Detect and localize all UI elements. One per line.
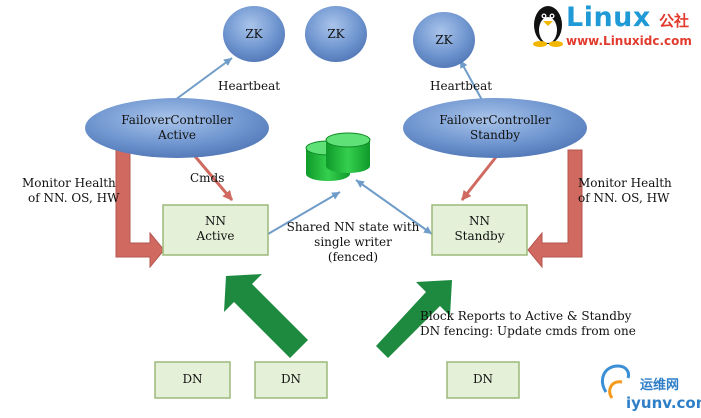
dn-box-1: [154, 361, 231, 399]
monitor-left-line2: of NN. OS, HW: [28, 191, 120, 205]
monitor-right-line1: Monitor Health: [578, 176, 672, 190]
dn-label-1: DN: [182, 372, 203, 386]
monitor-health-arrow-left: [115, 149, 165, 269]
monitor-health-label-right: Monitor Health of NN. OS, HW: [578, 176, 672, 206]
linux-brand-text: Linux: [566, 2, 651, 33]
zk-node-3: [413, 12, 475, 68]
tux-logo-icon: [533, 6, 563, 47]
shared-storage-db-icon: [305, 132, 371, 181]
failover-controller-standby: [403, 98, 587, 158]
dn-box-3: [446, 361, 520, 399]
nn-standby-line2: Standby: [454, 229, 505, 243]
block-reports-line2: DN fencing: Update cmds from one: [420, 324, 636, 338]
heartbeat-label-right: Heartbeat: [430, 79, 493, 93]
zk-node-2: [305, 6, 367, 62]
failover-active-label: FailoverController Active: [100, 113, 254, 143]
dn-label-3: DN: [472, 372, 494, 386]
shared-state-line1: Shared NN state with: [286, 220, 420, 234]
cmds-label: Cmds: [190, 171, 225, 185]
monitor-health-arrow-right: [527, 149, 583, 269]
heartbeat-link-left: [174, 57, 233, 101]
shared-state-label: Shared NN state with single writer (fenc…: [278, 220, 428, 265]
nn-active-box: [162, 204, 269, 256]
monitor-right-line2: of NN. OS, HW: [578, 191, 670, 205]
heartbeat-label-left: Heartbeat: [218, 79, 281, 93]
cmds-arrow-standby: [460, 151, 502, 201]
shared-state-line2: single writer: [314, 235, 392, 249]
monitor-left-line1: Monitor Health: [22, 176, 116, 190]
failover-active-line2: Active: [158, 128, 196, 142]
shared-state-link-active: [267, 191, 341, 235]
iyunv-brand-cn: 运维网: [640, 378, 680, 393]
zk-label-1: ZK: [245, 27, 263, 41]
failover-standby-label: FailoverController Standby: [418, 113, 572, 143]
block-reports-label: Block Reports to Active & Standby DN fen…: [420, 309, 636, 339]
failover-standby-line2: Standby: [469, 128, 521, 142]
zk-node-1: [223, 6, 285, 62]
shared-state-link-standby: [355, 179, 433, 235]
nn-standby-box: [431, 204, 528, 256]
block-report-arrow-right: [376, 280, 452, 358]
heartbeat-link-right: [459, 59, 483, 101]
nn-standby-label: NN Standby: [432, 214, 527, 244]
nn-standby-line1: NN: [469, 214, 490, 228]
block-report-arrow-left: [224, 274, 308, 358]
linux-brand-url: www.Linuxidc.com: [566, 34, 692, 48]
failover-controller-active: [85, 98, 269, 158]
failover-standby-line1: FailoverController: [439, 113, 551, 127]
shared-state-line3: (fenced): [327, 250, 379, 264]
nn-active-line2: Active: [196, 229, 235, 243]
iyunv-logo-icon: [601, 364, 630, 399]
zk-label-3: ZK: [435, 33, 453, 47]
nn-active-line1: NN: [205, 214, 226, 228]
dn-label-2: DN: [280, 372, 302, 386]
zk-label-2: ZK: [327, 27, 345, 41]
iyunv-brand-url: iyunv.com: [626, 394, 701, 412]
monitor-health-label-left: Monitor Health of NN. OS, HW: [22, 176, 119, 206]
linux-brand-cn: 公社: [659, 12, 690, 30]
block-reports-line1: Block Reports to Active & Standby: [420, 309, 632, 323]
nn-active-label: NN Active: [163, 214, 268, 244]
failover-active-line1: FailoverController: [121, 113, 233, 127]
dn-box-2: [254, 361, 328, 399]
